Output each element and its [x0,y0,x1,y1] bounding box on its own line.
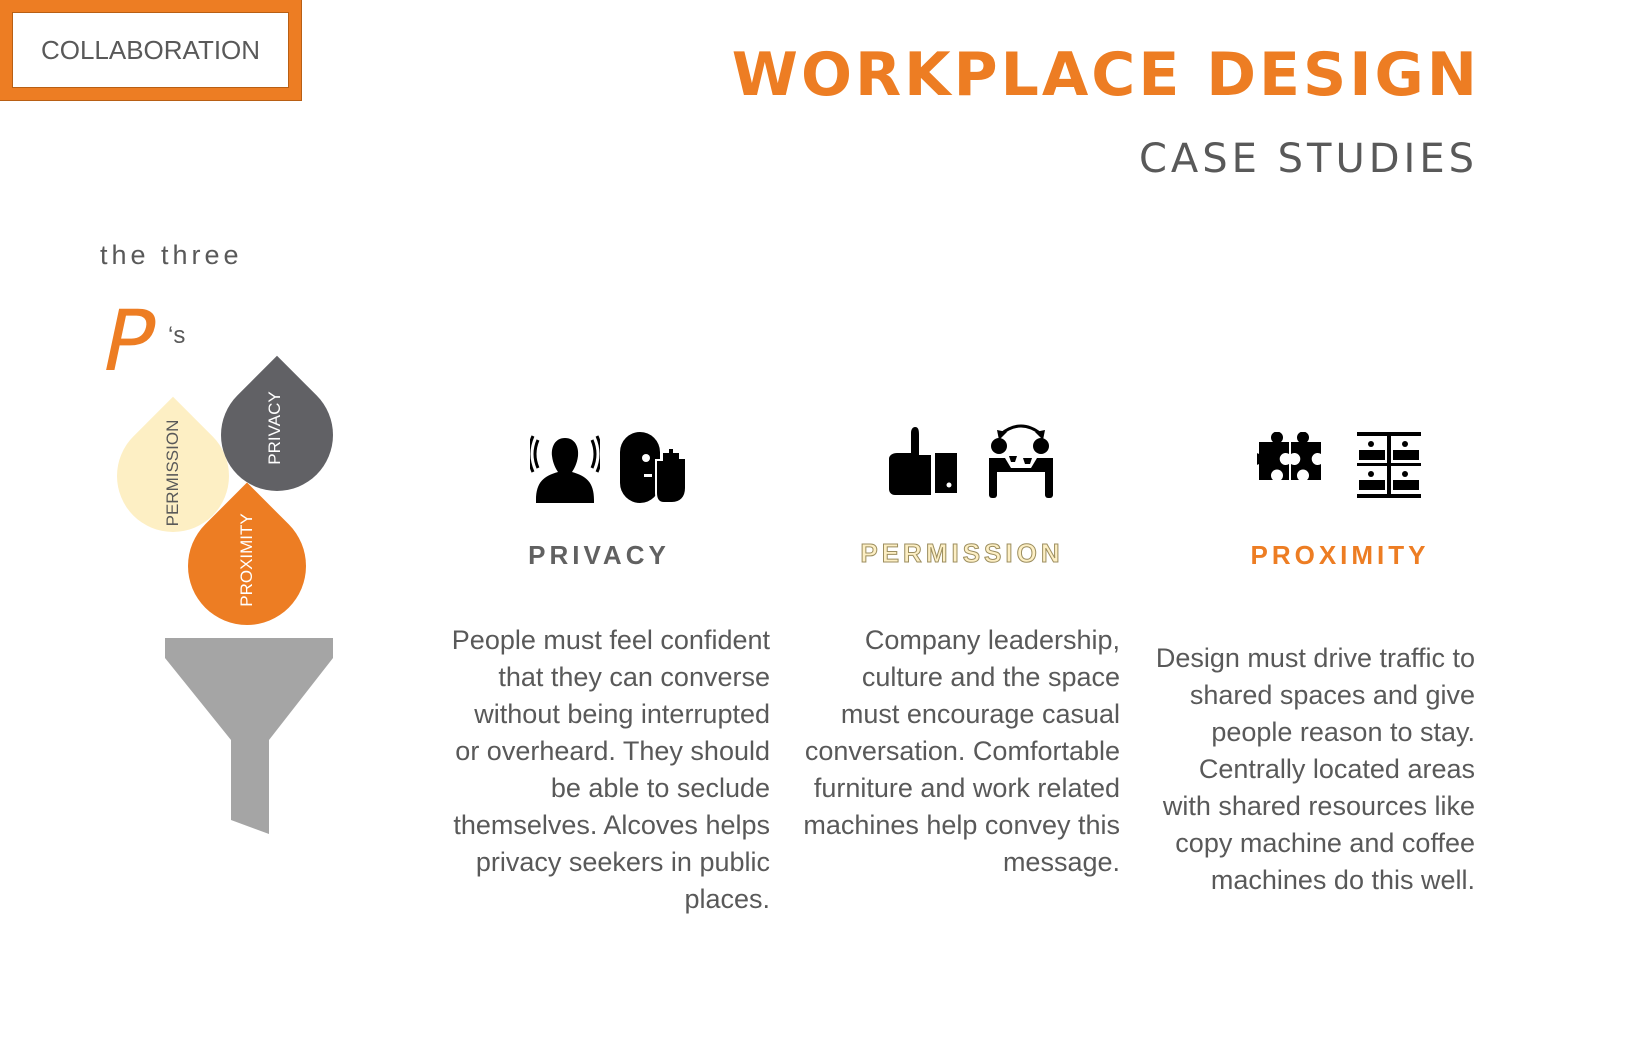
shared-workspace-icon [1357,432,1421,498]
privacy-drop-label: PRIVACY [265,391,284,465]
privacy-description: People must feel confident that they can… [451,625,770,914]
big-p-letter: P [93,292,166,390]
funnel-icon [165,638,333,834]
thumbs-up-icon [889,427,957,495]
intro-text: the three [100,240,243,270]
listening-person-icon [530,435,600,503]
hand-stop-face-icon [620,432,687,504]
proximity-drop-label: PROXIMITY [237,513,256,607]
permission-drop-label: PERMISSION [163,419,182,527]
page-subtitle: CASE STUDIES [1138,136,1478,182]
page-title: WORKPLACE DESIGN [731,40,1480,110]
p-suffix: ‘s [168,322,186,349]
collaboration-label: COLLABORATION [40,34,261,65]
proximity-heading: PROXIMITY [1250,540,1430,570]
proximity-description: Design must drive traffic to shared spac… [1155,643,1475,895]
permission-heading: PERMISSION [860,538,1064,569]
people-conversation-icon [989,424,1053,498]
privacy-heading: PRIVACY [528,540,670,570]
collaboration-box: COLLABORATION [0,0,302,101]
puzzle-icon [1257,432,1321,480]
permission-description: Company leadership, culture and the spac… [803,625,1120,877]
